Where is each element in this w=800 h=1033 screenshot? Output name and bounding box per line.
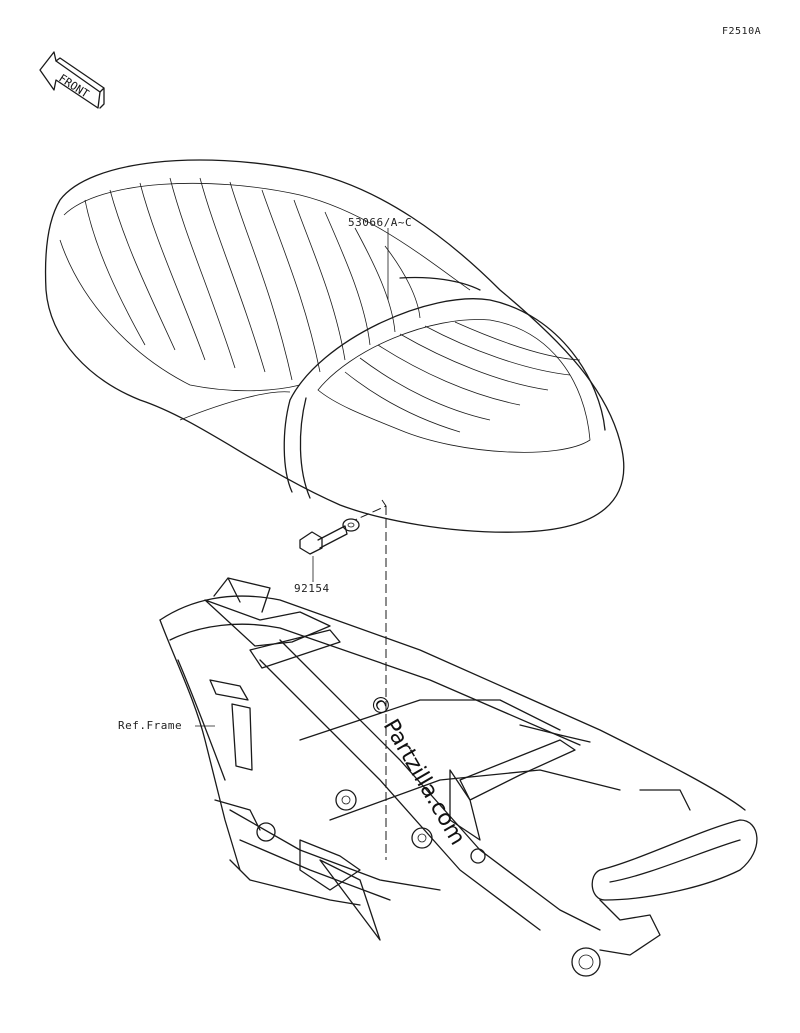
bolt-icon — [299, 518, 360, 555]
seat-drawing — [44, 159, 625, 533]
front-arrow-icon: FRONT — [39, 51, 105, 109]
ref-frame-label: Ref.Frame — [118, 719, 183, 732]
frame-drawing — [159, 577, 758, 977]
figure-code: F2510A — [722, 26, 762, 37]
bolt-part-number: 92154 — [294, 582, 330, 595]
seat-part-number: 53066/A~C — [348, 216, 413, 229]
